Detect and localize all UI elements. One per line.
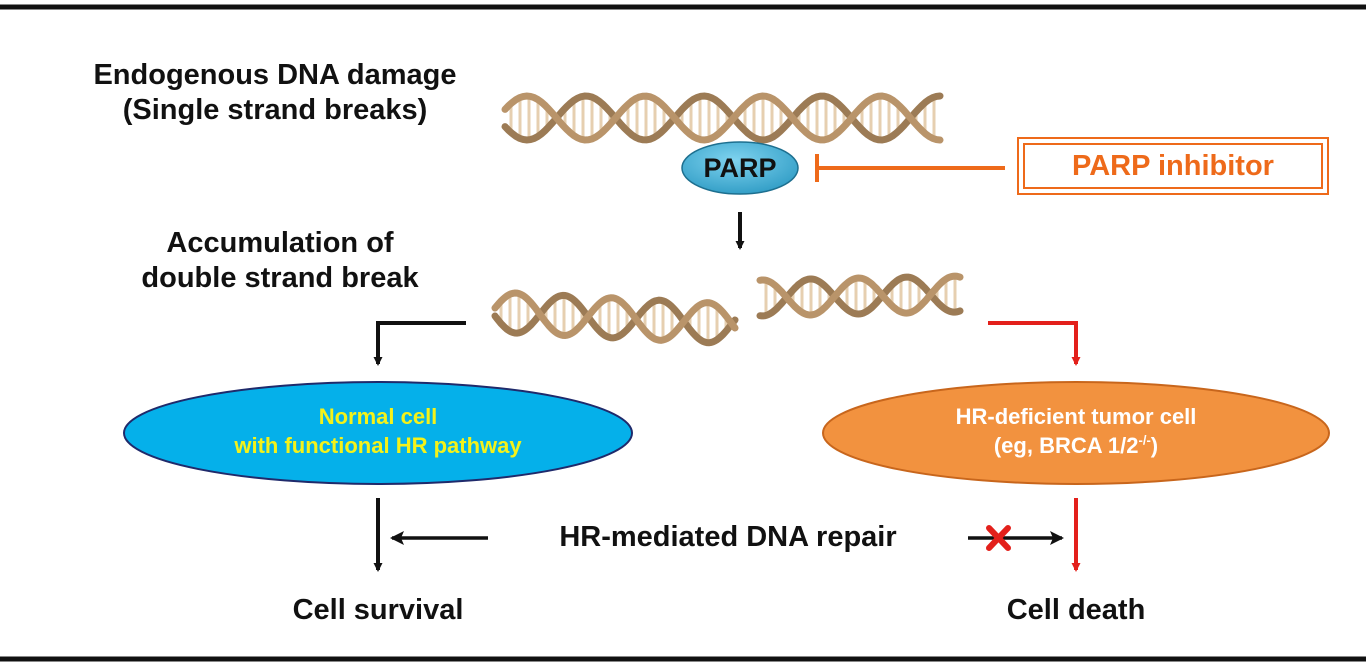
arrow-dsb-to-normal-cell [373, 321, 466, 366]
normal-cell-label: Normal cell with functional HR pathway [178, 403, 578, 460]
tumor-cell-ellipse [822, 381, 1330, 485]
arrow-dsb-to-tumor-cell [988, 321, 1081, 366]
accumulation-line2: double strand break [141, 262, 419, 295]
cell-death-label: Cell death [1006, 594, 1146, 626]
tumor-cell-line1: HR-deficient tumor cell [955, 404, 1197, 429]
dna-strand [501, 92, 944, 144]
accumulation-label: Accumulation of double strand break [60, 226, 500, 297]
dna-strand [491, 291, 739, 347]
normal-cell-ellipse [123, 381, 633, 485]
dna-strand [756, 272, 964, 319]
dna-strand [756, 273, 964, 320]
tumor-cell-genotype-sup: -/- [1138, 432, 1151, 448]
tumor-cell-label: HR-deficient tumor cell (eg, BRCA 1/2-/-… [876, 403, 1276, 460]
endogenous-damage-line1: Endogenous DNA damage [93, 59, 457, 91]
parp-label: PARP [703, 153, 777, 183]
parp-inhibitor-box-outer [1017, 137, 1329, 195]
parp-inhibitor-box-inner [1023, 143, 1323, 189]
accumulation-line1: Accumulation of [166, 227, 394, 259]
broken-dna-left-icon [491, 289, 739, 347]
tumor-cell-line2: (eg, BRCA 1/2-/-) [876, 432, 1276, 461]
dna-strand [491, 289, 739, 344]
dna-helix-icon [501, 92, 944, 144]
normal-cell-line2: with functional HR pathway [234, 432, 522, 458]
endogenous-damage-label: Endogenous DNA damage (Single strand bre… [20, 58, 530, 129]
parp-ellipse [681, 141, 799, 195]
tumor-cell-line2-suffix: ) [1150, 432, 1159, 458]
blocked-repair-x-icon [986, 525, 1011, 551]
cell-survival-label: Cell survival [292, 594, 464, 626]
broken-dna-right-icon [756, 272, 964, 320]
hr-repair-label: HR-mediated DNA repair [559, 521, 897, 553]
normal-cell-line1: Normal cell [318, 404, 438, 429]
parp-inhibitor-label: PARP inhibitor [1072, 150, 1274, 182]
endogenous-damage-line2: (Single strand breaks) [122, 94, 428, 127]
tumor-cell-line2-prefix: (eg, BRCA 1/2 [993, 432, 1139, 458]
dna-strand [501, 92, 944, 144]
